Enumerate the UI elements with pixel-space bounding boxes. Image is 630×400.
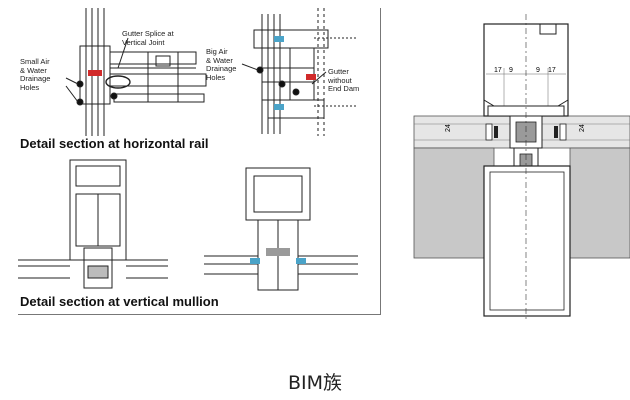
backer-left <box>413 147 495 259</box>
left-detail-drawing <box>18 8 358 291</box>
glass-thickness-right: 24 <box>579 124 586 132</box>
horizontal-rail-detail-2 <box>241 8 358 136</box>
dim-9-right: 9 <box>536 67 540 74</box>
glass-thickness-left: 24 <box>445 124 452 132</box>
dim-17-right: 17 <box>548 67 556 74</box>
bim-section-panel: 17 9 9 17 24 24 <box>413 14 630 320</box>
backer-right <box>569 147 630 259</box>
mullion-bottom-box <box>483 165 571 317</box>
vertical-mullion-detail-2 <box>204 167 358 291</box>
horizontal-rail-detail-1 <box>65 8 207 136</box>
left-detail-panel: Small Air & Water Drainage Holes Gutter … <box>18 8 381 315</box>
caption-horizontal-rail: Detail section at horizontal rail <box>20 136 209 151</box>
label-gutter-without-end-dam: Gutter without End Dam <box>328 67 360 93</box>
label-gutter-splice: Gutter Splice at Vertical Joint <box>122 29 174 47</box>
caption-vertical-mullion: Detail section at vertical mullion <box>20 294 219 309</box>
vertical-mullion-detail-1 <box>18 159 168 289</box>
bim-section-drawing: 17 9 9 17 24 24 <box>413 14 630 320</box>
label-small-air-holes: Small Air & Water Drainage Holes <box>20 57 51 92</box>
dim-9-left: 9 <box>509 67 513 74</box>
dim-17-left: 17 <box>494 67 502 74</box>
label-big-air-holes: Big Air & Water Drainage Holes <box>206 47 237 82</box>
bim-caption: BIM族 <box>287 372 343 394</box>
